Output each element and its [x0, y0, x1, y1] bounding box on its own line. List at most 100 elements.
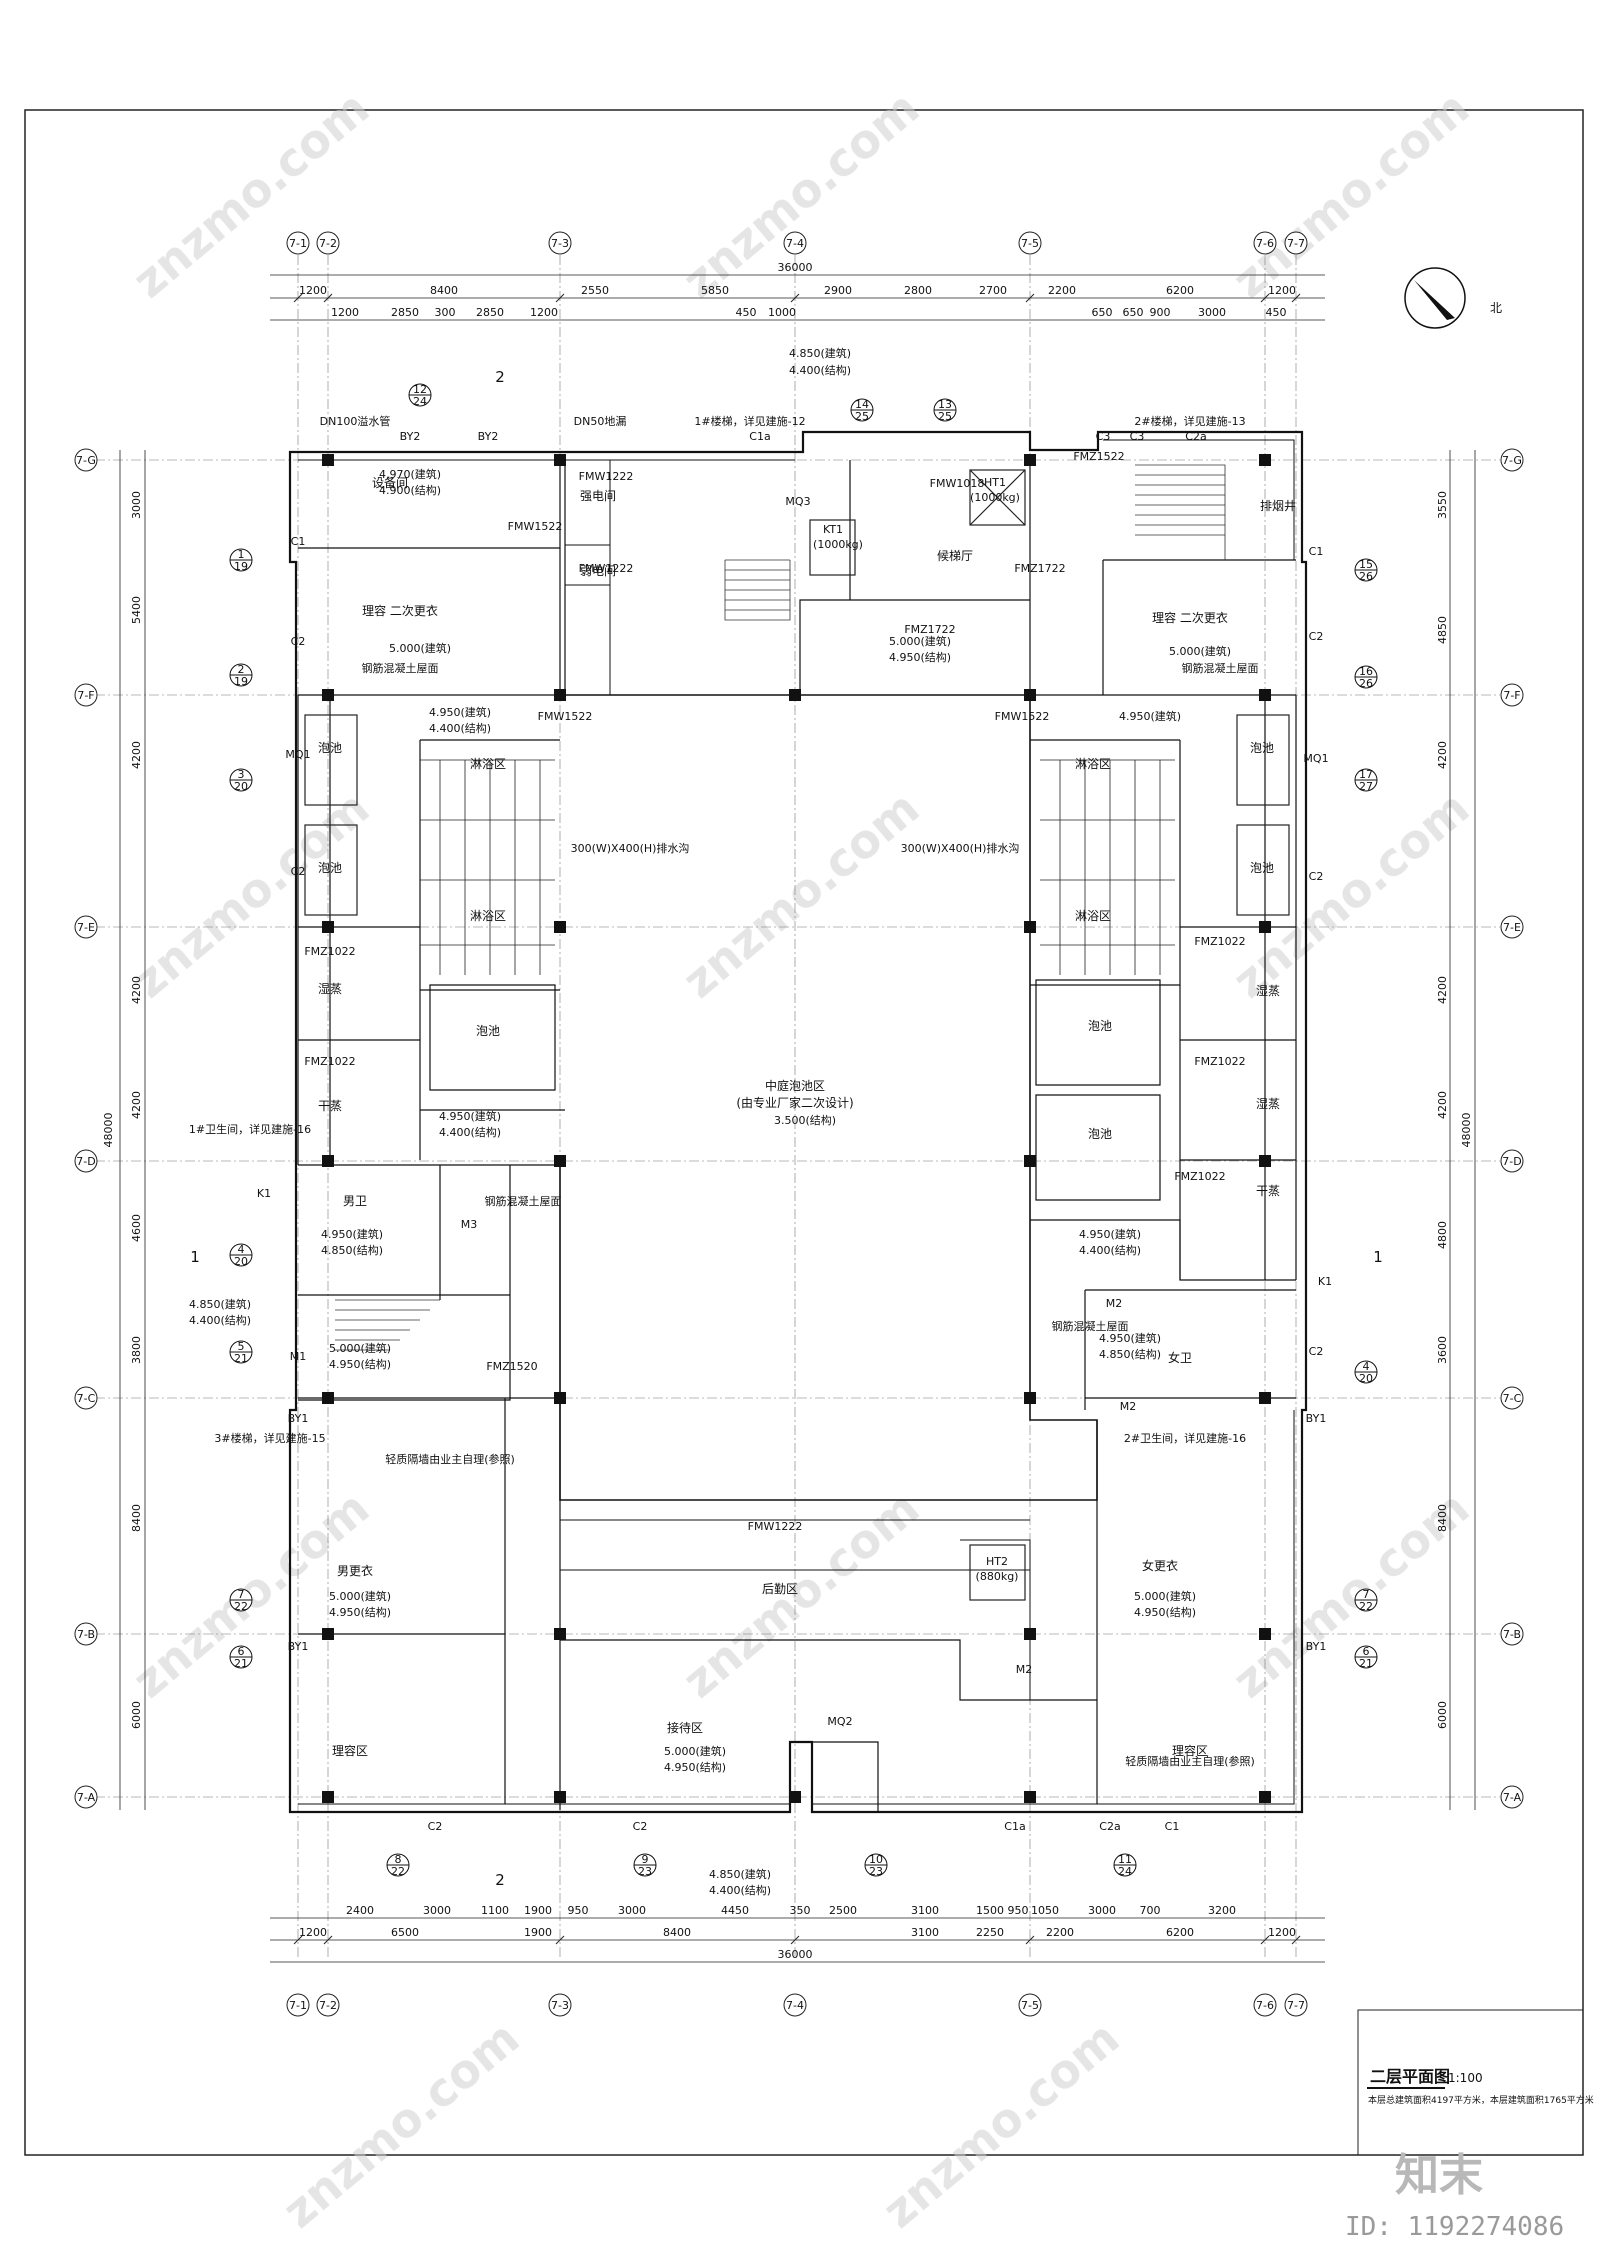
columns: [322, 454, 1271, 1803]
axis-label: 7-G: [1502, 454, 1522, 467]
room-label: 女卫: [1168, 1350, 1192, 1365]
axis-label: 7-F: [1503, 689, 1520, 702]
dim-value: 2200: [1048, 284, 1076, 297]
axis-label: 7-6: [1256, 1999, 1274, 2012]
axis-label: 7-A: [1503, 1791, 1522, 1804]
annotation-label: 2#楼梯，详见建施-13: [1134, 414, 1245, 428]
detail-ref-sheet: 19: [234, 560, 248, 573]
elevation-label: 4.950(结构): [329, 1357, 391, 1371]
axis-labels-bottom: 7-1 7-2 7-3 7-4 7-5 7-6 7-7: [289, 1999, 1305, 2012]
door-tag: C2: [1309, 1345, 1324, 1358]
room-label: 排烟井: [1260, 499, 1296, 513]
detail-ref-icon: 621: [1354, 1645, 1378, 1670]
door-tag: FMZ1022: [304, 1055, 355, 1068]
dim-value: 1200: [331, 306, 359, 319]
door-tag: C2a: [1185, 430, 1206, 443]
watermark: znzmo.com: [122, 81, 379, 309]
watermark: znzmo.com: [672, 781, 929, 1009]
equipment-label: HT2: [986, 1555, 1008, 1568]
axis-label: 7-6: [1256, 237, 1274, 250]
axis-label: 7-7: [1287, 1999, 1305, 2012]
dim-value: 4200: [1436, 741, 1449, 769]
dims-right: 48000 3550 4850 4200 4200 4200 4800 3600…: [1436, 491, 1473, 1729]
dim-value: 4600: [130, 1214, 143, 1242]
room-label: 女更衣: [1142, 1558, 1178, 1573]
stairs: [335, 464, 1226, 1351]
section-mark: 1: [1373, 1248, 1383, 1266]
annotation-label: 钢筋混凝土屋面: [485, 1194, 562, 1208]
room-label: 泡池: [1250, 861, 1274, 875]
detail-ref-sheet: 23: [638, 1865, 652, 1878]
dim-value: 650: [1123, 306, 1144, 319]
door-tag: C2a: [1099, 1820, 1120, 1833]
annotation-label: 钢筋混凝土屋面: [1052, 1319, 1129, 1333]
dim-value: 3100: [911, 1926, 939, 1939]
door-tag: BY1: [288, 1640, 309, 1653]
detail-ref-icon: 722: [229, 1588, 253, 1613]
dim-value: 8400: [130, 1504, 143, 1532]
door-tag: K1: [1318, 1275, 1332, 1288]
annotation-label: 钢筋混凝土屋面: [1182, 661, 1259, 675]
detail-ref-icon: 320: [229, 768, 253, 793]
dim-value: 2700: [979, 284, 1007, 297]
door-tag: C1: [1309, 545, 1324, 558]
dim-value: 350: [790, 1904, 811, 1917]
elevation-label: 5.000(建筑): [389, 641, 451, 655]
axis-label: 7-G: [76, 454, 96, 467]
dimension-ticks: [293, 293, 1301, 1945]
elevation-label: 4.950(结构): [664, 1760, 726, 1774]
dim-value: 2900: [824, 284, 852, 297]
door-tag: C2: [633, 1820, 648, 1833]
room-label: 接待区: [667, 1720, 703, 1735]
elevation-label: 4.400(结构): [1079, 1243, 1141, 1257]
room-label: 泡池: [476, 1024, 500, 1038]
room-labels: 设备间理容 二次更衣强电间弱电间候梯厅理容 二次更衣排烟井淋浴区淋浴区淋浴区淋浴…: [318, 476, 1296, 1758]
room-label: 候梯厅: [937, 549, 973, 563]
dim-value: 4450: [721, 1904, 749, 1917]
dim-value: 8400: [430, 284, 458, 297]
detail-ref-number: 2: [238, 663, 245, 676]
dims-top: 36000 1200 8400 2550 5850 2900 2800 2700…: [299, 261, 1296, 319]
dim-value: 2500: [829, 1904, 857, 1917]
room-label: 淋浴区: [470, 909, 506, 923]
detail-ref-number: 5: [238, 1340, 245, 1353]
axis-label: 7-5: [1021, 237, 1039, 250]
equipment-label: (1000kg): [813, 538, 863, 551]
elevation-label: 5.000(建筑): [1169, 644, 1231, 658]
dim-value: 700: [1140, 1904, 1161, 1917]
dim-value: 1200: [1268, 284, 1296, 297]
door-tag: BY1: [1306, 1640, 1327, 1653]
dim-value: 2250: [976, 1926, 1004, 1939]
door-tag: MQ1: [285, 748, 310, 761]
elevation-label: 4.950(建筑): [429, 705, 491, 719]
dim-value: 2550: [581, 284, 609, 297]
door-tag: BY2: [400, 430, 421, 443]
axis-label: 7-4: [786, 1999, 804, 2012]
elevation-label: 4.850(建筑): [789, 346, 851, 360]
door-window-tags: FMW1522FMW1222FMW1222FMW1018FMZ1722FMZ17…: [257, 414, 1332, 1833]
axis-label: 7-D: [1502, 1155, 1521, 1168]
dim-value: 3000: [1198, 306, 1226, 319]
detail-ref-number: 15: [1359, 558, 1373, 571]
dim-total: 36000: [778, 261, 813, 274]
elevation-label: 5.000(建筑): [664, 1744, 726, 1758]
detail-ref-sheet: 20: [234, 1255, 248, 1268]
door-tag: FMW1522: [995, 710, 1050, 723]
detail-ref-sheet: 21: [234, 1657, 248, 1670]
axis-label: 7-3: [551, 237, 569, 250]
detail-ref-number: 11: [1118, 1853, 1132, 1866]
door-tag: C2: [1309, 870, 1324, 883]
axis-label: 7-2: [319, 1999, 337, 2012]
detail-ref-sheet: 19: [234, 675, 248, 688]
door-tag: M3: [461, 1218, 478, 1231]
drawing-title: 二层平面图 1:100 本层总建筑面积4197平方米，本层建筑面积1765平方米: [1367, 2067, 1594, 2106]
elevation-label: 5.000(建筑): [329, 1341, 391, 1355]
detail-ref-icon: 621: [229, 1645, 253, 1670]
detail-ref-sheet: 27: [1359, 780, 1373, 793]
detail-ref-sheet: 24: [1118, 1865, 1132, 1878]
detail-ref-sheet: 21: [234, 1352, 248, 1365]
